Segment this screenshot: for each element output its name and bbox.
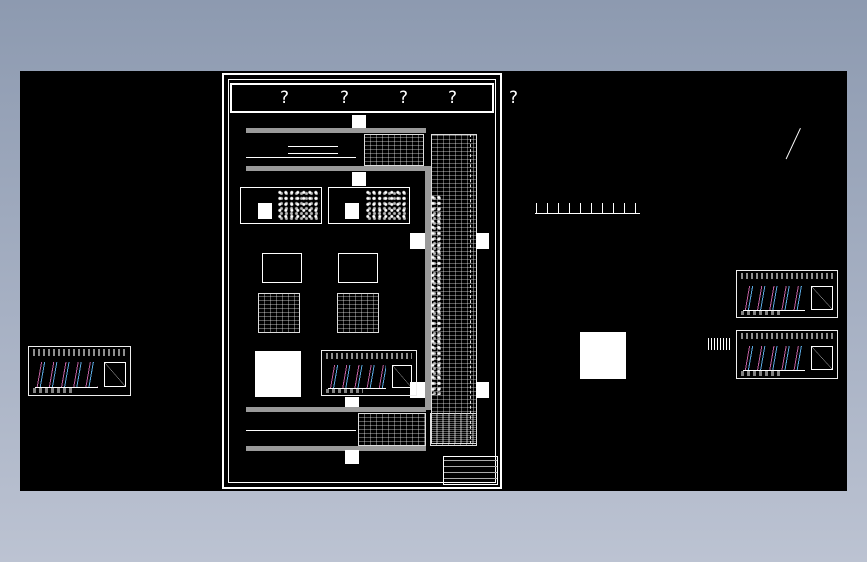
scale-tick [602,203,603,213]
scale-tick [613,203,614,213]
schedule-table-left [258,293,300,333]
legend-panel-left [28,346,131,396]
detail-left-frame [262,253,302,283]
section-marker-right-3 [410,382,425,398]
scale-tick [624,203,625,213]
right-wall-bar [425,166,431,410]
scale-tick [591,203,592,213]
title-mark-2: ? [340,88,350,108]
title-mark-1: ? [280,88,290,108]
scale-tick [580,203,581,213]
cross-section-left-core [258,203,272,219]
small-hatch-mark [708,338,730,350]
section-marker-bottom [345,450,359,464]
scale-tick [547,203,548,213]
section-marker-right-4 [476,382,489,398]
blank-panel-sheet [255,351,301,397]
section-marker-right-2 [476,233,489,249]
legend-panel-sheet [321,350,417,396]
section-marker-right-1 [410,233,425,249]
schedule-table-right [337,293,379,333]
scale-tick [569,203,570,213]
bottom-right-grid [430,413,477,446]
top-section-lower-bar [246,166,426,171]
scale-tick [536,203,537,213]
legend-panel-right-bottom [736,330,838,379]
bottom-plan-grid [358,413,426,446]
title-mark-4: ? [448,88,458,108]
cross-section-left-rock [278,190,320,220]
detail-right-frame [338,253,378,283]
cross-section-right-core [345,203,359,219]
top-plan-grid [364,134,424,166]
drawing-title-bar [230,83,494,113]
right-dashed-edge [470,134,471,444]
cross-section-right-box [328,187,410,224]
cross-section-left-box [240,187,322,224]
blank-panel-right [580,332,626,379]
cross-section-right-rock [366,190,408,220]
legend-panel-right-top [736,270,838,318]
top-section-line [246,157,356,158]
section-marker-top-lower [352,172,366,186]
top-section-bar [246,128,426,133]
section-marker-top [352,115,366,128]
right-rock-hatch [431,195,443,395]
bottom-section-lower-bar [246,446,426,451]
scale-tick [635,203,636,213]
sheet-title-block [443,456,498,485]
bottom-section-bar [246,407,426,412]
section-marker-mid [345,397,359,410]
bottom-section-line [246,430,356,431]
title-mark-3: ? [399,88,409,108]
scale-ruler [535,213,640,214]
top-section-text [288,146,338,154]
drawing-sheet-frame [222,73,502,489]
scale-tick [558,203,559,213]
title-mark-5: ? [509,88,519,108]
